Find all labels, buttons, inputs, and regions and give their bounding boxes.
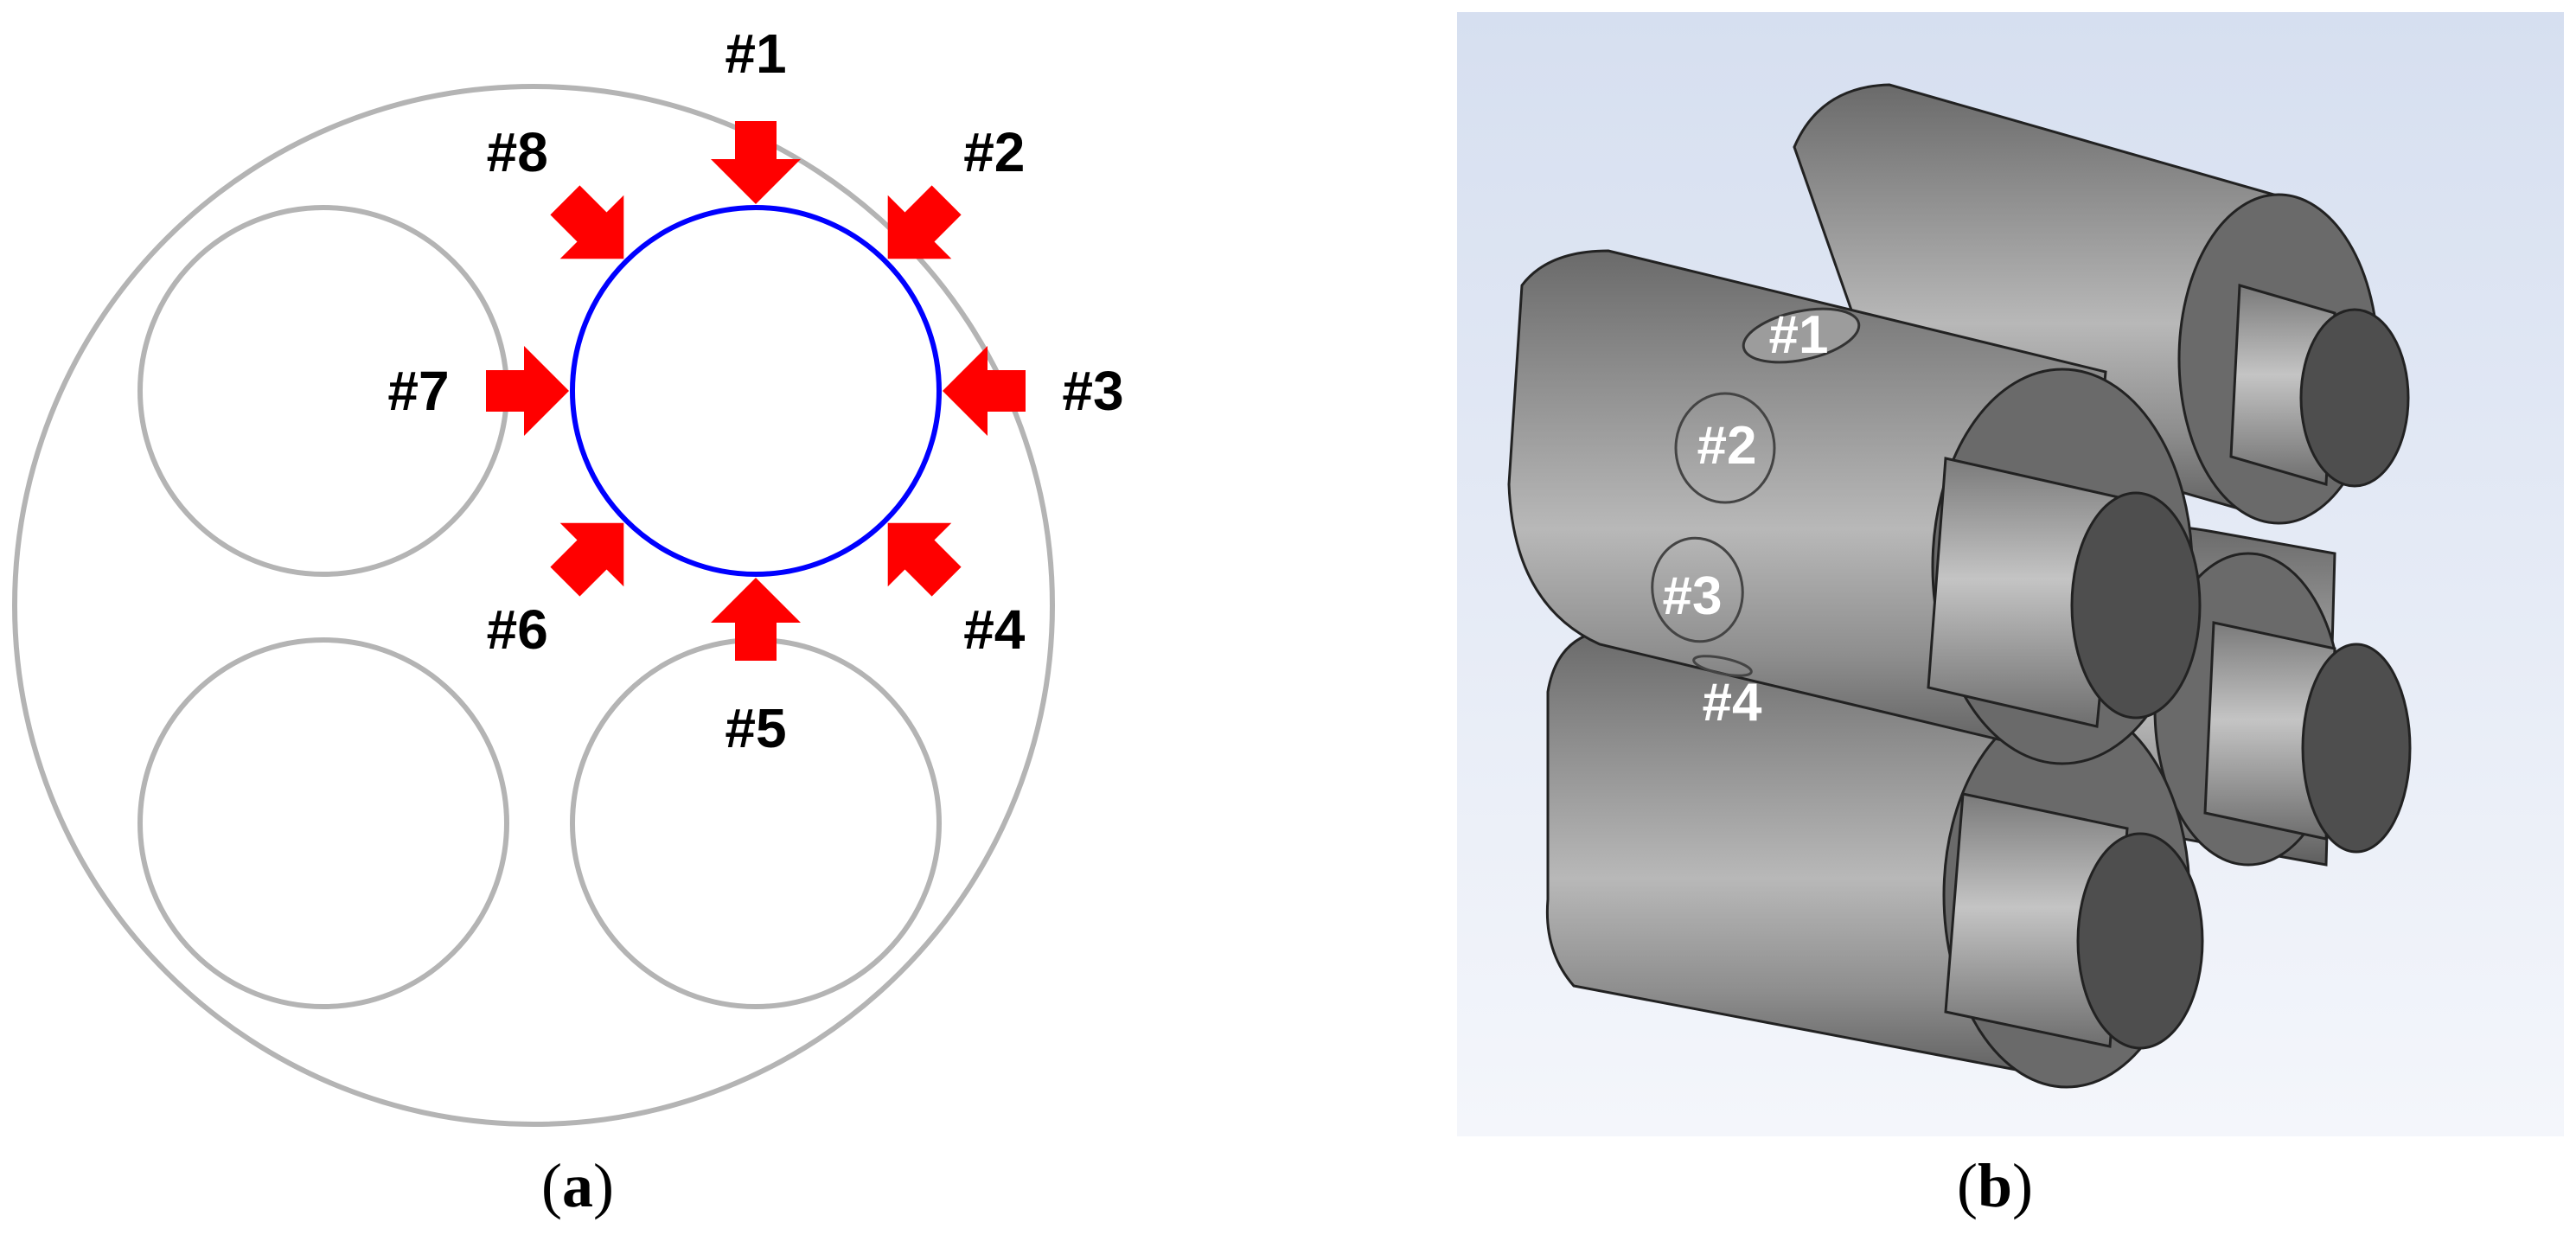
rod-circle-bottom-left xyxy=(137,637,509,1009)
load-arrow-8 xyxy=(550,185,624,259)
target-rod-circle xyxy=(570,205,942,577)
contact-mark-4-outline xyxy=(1692,655,1753,677)
contact-mark-3-outline xyxy=(1651,536,1744,643)
load-arrow-2 xyxy=(887,185,962,259)
mark-label-1: #1 xyxy=(1769,305,1829,365)
load-arrow-4 xyxy=(887,522,962,597)
rod-circle-top-left xyxy=(137,205,509,577)
rod-circle-bottom-right xyxy=(570,637,942,1009)
contact-mark-1-outline xyxy=(1742,307,1861,364)
arrow-labels: #1 #2 #3 #4 #5 #6 #7 #8 xyxy=(387,22,1123,759)
mark-label-4: #4 xyxy=(1703,673,1762,732)
cylinder-front-bottom xyxy=(1545,630,2204,1089)
panel-a-cross-section: #1 #2 #3 #4 #5 #6 #7 #8 xyxy=(12,22,1124,1127)
arrow-label-2: #2 xyxy=(963,121,1025,183)
arrow-label-4: #4 xyxy=(963,598,1026,661)
mark-label-2: #2 xyxy=(1697,416,1757,476)
load-arrow-7 xyxy=(486,346,569,436)
caption-b: (b) xyxy=(1957,1151,2034,1220)
caption-a: (a) xyxy=(541,1151,614,1220)
arrow-label-5: #5 xyxy=(725,697,786,759)
load-arrow-3 xyxy=(943,346,1026,436)
arrow-label-8: #8 xyxy=(487,121,548,183)
load-arrow-5 xyxy=(711,578,801,661)
arrow-label-1: #1 xyxy=(725,22,786,85)
cylinder-front-top xyxy=(1507,249,2202,765)
arrow-label-3: #3 xyxy=(1062,360,1123,422)
outer-casing-circle xyxy=(12,84,1055,1127)
contact-mark-2-outline xyxy=(1674,392,1776,504)
load-arrow-1 xyxy=(711,121,801,204)
mark-label-3: #3 xyxy=(1663,566,1723,626)
load-arrows xyxy=(486,121,1026,661)
arrow-label-6: #6 xyxy=(487,598,548,661)
mark-labels: #1 #2 #3 #4 xyxy=(1663,305,1829,732)
panel-b-3d-model: #1 #2 #3 #4 xyxy=(1457,12,2564,1136)
arrow-label-7: #7 xyxy=(387,360,449,422)
load-arrow-6 xyxy=(550,522,624,597)
